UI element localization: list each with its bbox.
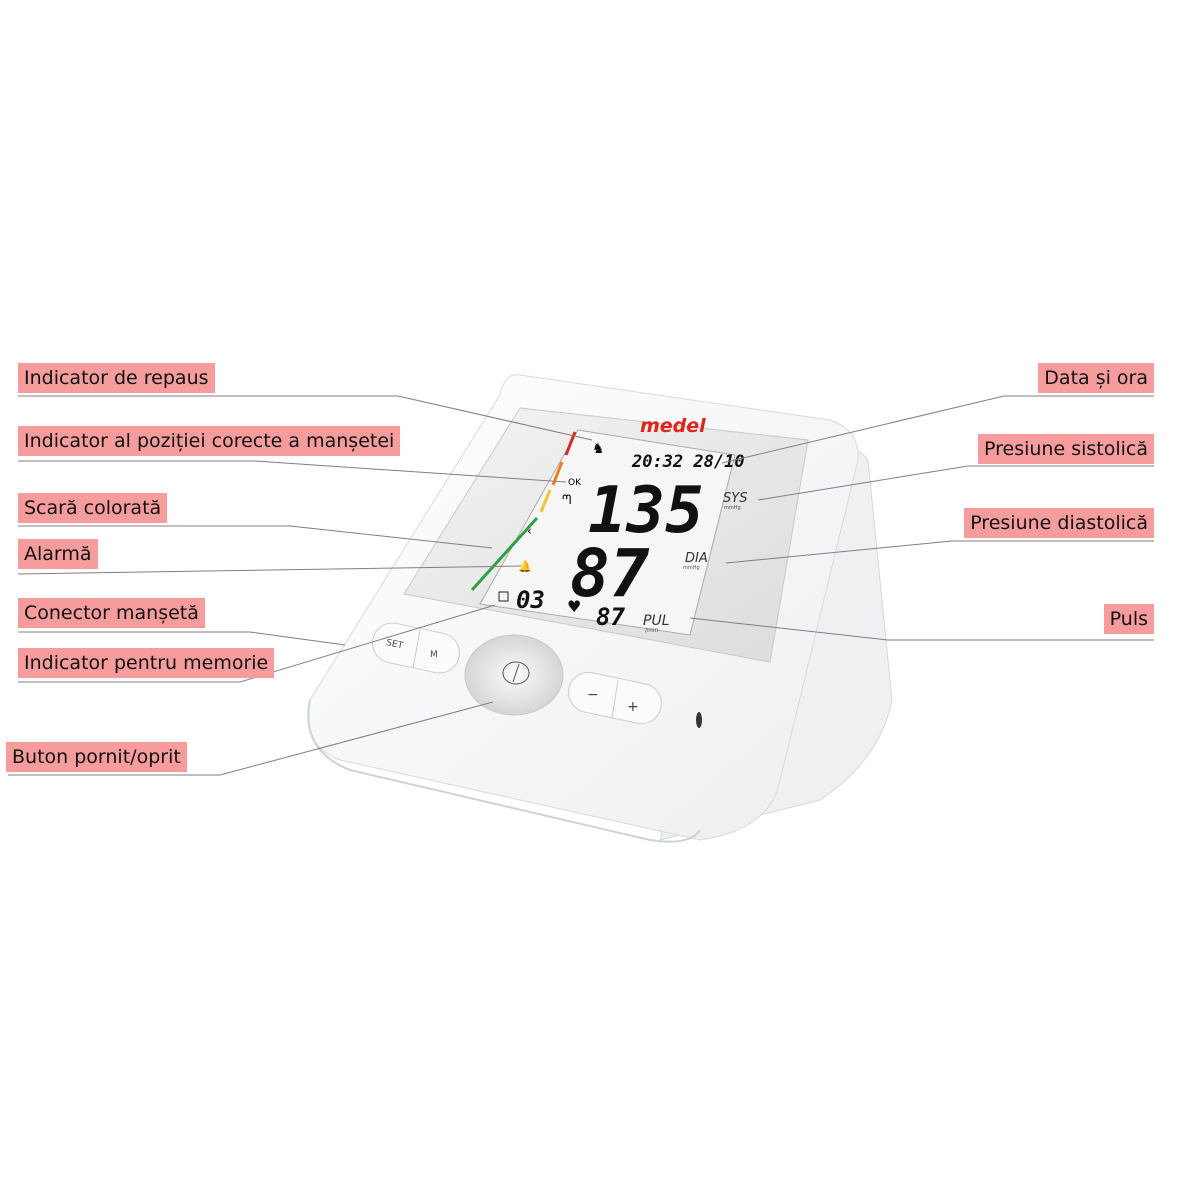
heart-icon: ♥	[567, 597, 581, 616]
label-datetime: Data și ora	[1038, 363, 1154, 393]
label-color-scale: Scară colorată	[18, 493, 168, 523]
color-scale-yellow	[539, 489, 552, 513]
pulse-value: 87	[596, 603, 625, 631]
diastolic-value: 87	[570, 535, 650, 612]
set-button-label: SET	[385, 638, 404, 651]
leader-power	[8, 701, 494, 776]
cuff-position-icon: OK	[568, 478, 582, 488]
device-base	[307, 699, 701, 843]
arrhythmia-icon: ‹	[527, 524, 532, 538]
pul-label: PUL	[643, 613, 670, 629]
label-alarm: Alarmă	[18, 539, 98, 569]
plus-button-label: +	[627, 699, 639, 715]
datetime-readout: 20:32 28/10	[631, 452, 745, 472]
rest-indicator-icon: ♞	[592, 441, 605, 457]
leader-datetime	[721, 395, 1154, 464]
m-button-label: M	[430, 650, 438, 660]
label-pulse: Puls	[1103, 604, 1154, 634]
label-rest-indicator: Indicator de repaus	[18, 363, 215, 393]
label-cuff-position-indicator: Indicator al poziției corecte a manșetei	[18, 426, 401, 456]
label-systolic: Presiune sistolică	[978, 434, 1154, 464]
power-button[interactable]	[464, 634, 564, 716]
cuff-connector-port	[696, 712, 702, 728]
leader-systolic	[757, 465, 1154, 501]
label-cuff-connector: Conector manșetă	[18, 598, 205, 628]
label-memory-indicator: Indicator pentru memorie	[18, 648, 275, 678]
memory-icon	[498, 591, 509, 602]
leader-lines	[8, 395, 1154, 776]
pul-unit: /min	[645, 627, 659, 634]
leader-cuff-position	[18, 460, 567, 483]
dia-unit: mmHg	[683, 565, 700, 571]
minus-button-label: −	[587, 687, 599, 703]
sys-unit: mmHg	[724, 505, 741, 511]
dia-label: DIA	[685, 551, 708, 566]
label-diastolic: Presiune diastolică	[964, 508, 1154, 538]
systolic-value: 135	[588, 474, 704, 548]
leader-cuff-connector	[18, 631, 346, 646]
leader-diastolic	[725, 540, 1154, 564]
memory-value: 03	[516, 586, 545, 614]
alarm-bell-icon: 🔔	[518, 560, 532, 573]
color-scale-green	[470, 516, 539, 592]
leader-color-scale	[18, 525, 493, 549]
leader-rest	[18, 395, 593, 441]
leader-pulse	[689, 617, 1154, 641]
leader-alarm	[17, 565, 522, 575]
power-icon	[502, 661, 530, 685]
leader-memory	[18, 604, 496, 683]
arm-icon: ᘉ	[562, 493, 571, 508]
minus-plus-button-group: − +	[568, 671, 662, 725]
brand-logo: medel	[640, 415, 706, 437]
label-power-button: Buton pornit/oprit	[6, 742, 187, 772]
sys-label: SYS	[723, 491, 747, 506]
